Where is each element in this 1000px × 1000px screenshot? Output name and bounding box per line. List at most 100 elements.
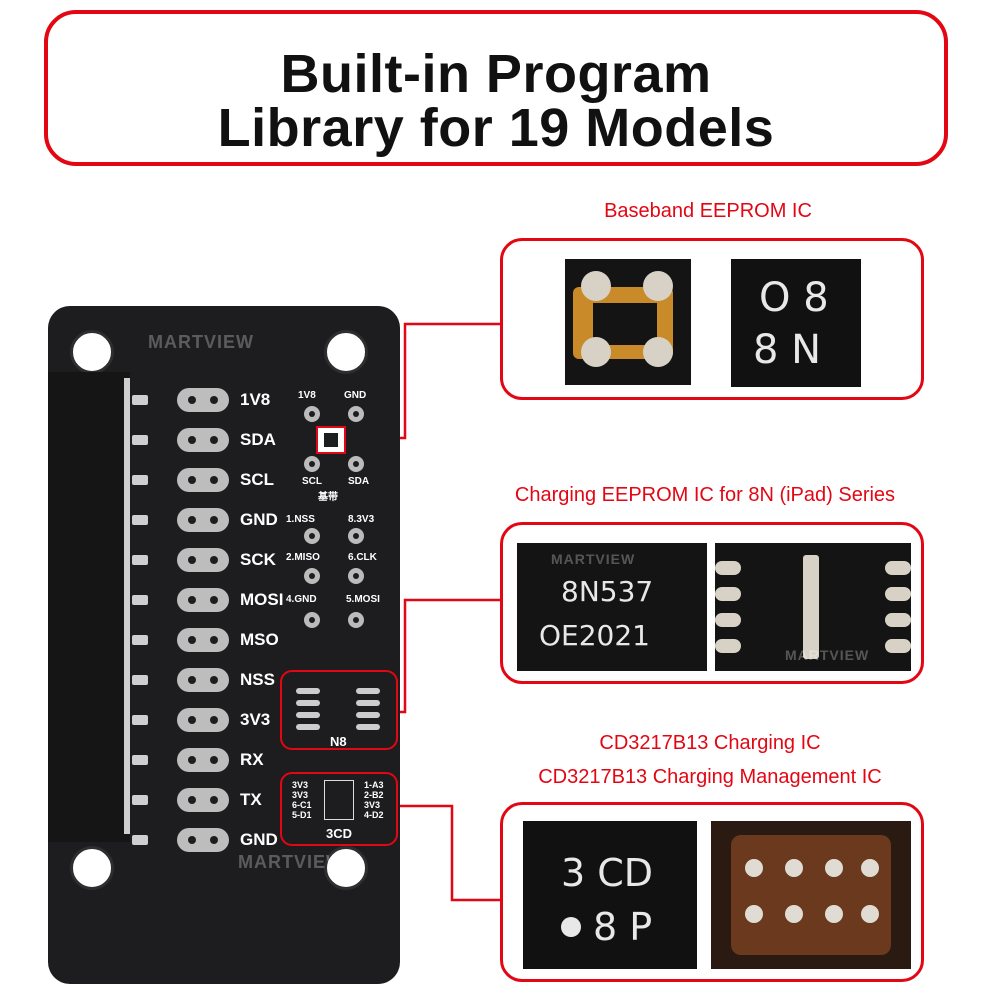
3cd-label: 3CD [326, 826, 353, 841]
cd-marking-1: 3 CD [561, 851, 654, 895]
pad-label: SCK [240, 550, 276, 569]
header-pin [132, 835, 148, 845]
header-pin [132, 395, 148, 405]
mount-hole [324, 846, 368, 890]
header-pin [132, 595, 148, 605]
solder-ball [643, 271, 673, 301]
solder-pad [177, 828, 229, 852]
solder-ball [643, 337, 673, 367]
label-cd3217-2: CD3217B13 Charging Management IC [538, 766, 882, 788]
watermark: MARTVIEW [785, 647, 870, 663]
charging-marking-1: 8N537 [561, 575, 654, 608]
header-pin [132, 475, 148, 485]
panel-cd3217: 3 CD 8 P [500, 802, 924, 982]
solder-pad [177, 508, 229, 532]
header-pin [132, 795, 148, 805]
solder-pad [177, 708, 229, 732]
via [348, 456, 364, 472]
center-pad [803, 555, 819, 659]
header-pin [132, 635, 148, 645]
via [304, 612, 320, 628]
charging-marking-2: OE2021 [539, 619, 650, 652]
header-pin [132, 715, 148, 725]
watermark: MARTVIEW [148, 332, 254, 352]
solder-pad [177, 788, 229, 812]
solder-pad [177, 548, 229, 572]
header-strip [48, 372, 130, 842]
pad-label: RX [240, 750, 264, 769]
3cd-footprint-highlight: 3V3 3V3 6-C1 5-D1 1-A3 2-B2 3V3 4-D2 3CD [280, 772, 398, 846]
mount-hole [70, 846, 114, 890]
charging-ic-bottom-image: MARTVIEW [715, 543, 911, 671]
pin1-dot [561, 917, 581, 937]
n8-footprint-highlight: N8 [280, 670, 398, 750]
pad-label: SDA [240, 430, 276, 449]
header-pin [132, 435, 148, 445]
solder-ball [581, 337, 611, 367]
header-rail [124, 378, 130, 834]
title-banner: Built-in Program Library for 19 Models [44, 10, 948, 166]
bb-label-gnd: GND [344, 390, 367, 401]
via [304, 456, 320, 472]
solder-ball [581, 271, 611, 301]
n8-label: N8 [330, 734, 347, 749]
title-line-1: Built-in Program [280, 44, 712, 104]
bb-label-1v8: 1V8 [298, 390, 316, 401]
pad-label: GND [240, 510, 278, 529]
charging-ic-top-image: MARTVIEW 8N537 OE2021 [517, 543, 707, 671]
baseband-ic-pads-image [565, 259, 691, 385]
connector-3cd [398, 804, 500, 902]
watermark: MARTVIEW [238, 852, 344, 872]
bb-label-cn: 基带 [318, 492, 338, 503]
cd-marking-2: 8 P [593, 905, 653, 949]
label-baseband: Baseband EEPROM IC [604, 200, 812, 222]
3cd-pads [324, 780, 354, 820]
pad-label: 1V8 [240, 390, 271, 409]
solder-pad [177, 388, 229, 412]
solder-pad [177, 588, 229, 612]
header-pin [132, 555, 148, 565]
pad-label: GND [240, 830, 278, 849]
header-pin [132, 515, 148, 525]
via [348, 568, 364, 584]
n8-label-miso: 2.MISO [286, 552, 320, 563]
pad-label: TX [240, 790, 262, 809]
via [304, 406, 320, 422]
baseband-marking-2: 8 N [753, 327, 822, 373]
pad-label: SCL [240, 470, 274, 489]
solder-pad [177, 468, 229, 492]
header-pin [132, 675, 148, 685]
via [348, 528, 364, 544]
label-cd3217-1: CD3217B13 Charging IC [599, 732, 821, 754]
baseband-footprint [316, 426, 346, 454]
header-pin [132, 755, 148, 765]
n8-label-3v3: 8.3V3 [348, 514, 375, 525]
n8-label-gnd: 4.GND [286, 594, 317, 605]
mount-hole [324, 330, 368, 374]
pad-label: 3V3 [240, 710, 271, 729]
bb-label-sda: SDA [348, 476, 370, 487]
cd3217-bga-image [711, 821, 911, 969]
baseband-marking-1: O 8 [759, 275, 829, 321]
title-line-2: Library for 19 Models [217, 98, 775, 158]
mount-hole [70, 330, 114, 374]
baseband-ic-top-image: O 8 8 N [731, 259, 861, 387]
bb-label-scl: SCL [302, 476, 322, 487]
pad-label: MOSI [240, 590, 284, 609]
n8-label-nss: 1.NSS [286, 514, 315, 525]
solder-pad [177, 748, 229, 772]
panel-charging-eeprom: MARTVIEW 8N537 OE2021 MARTVIEW [500, 522, 924, 684]
solder-pad [177, 668, 229, 692]
watermark: MARTVIEW [551, 551, 636, 567]
pad-label: MSO [240, 630, 279, 649]
n8-label-clk: 6.CLK [348, 552, 377, 563]
solder-pad [177, 428, 229, 452]
via [348, 612, 364, 628]
n8-label-mosi: 5.MOSI [346, 594, 380, 605]
connector-n8 [398, 598, 500, 714]
via [304, 568, 320, 584]
cd3217-top-image: 3 CD 8 P [523, 821, 697, 969]
via [348, 406, 364, 422]
solder-pad [177, 628, 229, 652]
